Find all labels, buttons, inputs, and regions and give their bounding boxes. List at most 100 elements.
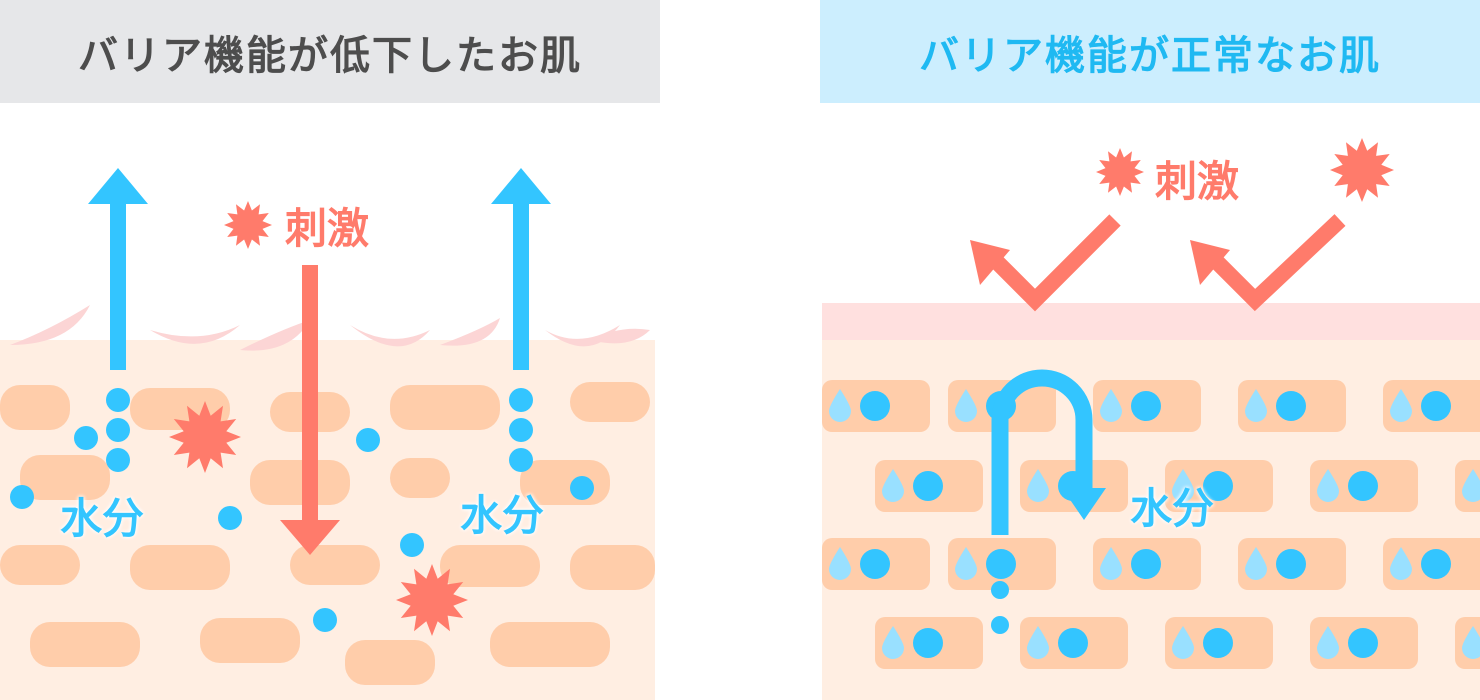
skin-cell [1383,380,1480,432]
skin-cell [345,640,435,685]
barrier-layer [822,303,1480,340]
skin-cell [1093,538,1201,590]
skin-cell [1310,460,1418,512]
water-drop-icon [1100,547,1122,580]
skin-cell [1165,617,1273,669]
water-drop-icon [1317,469,1339,502]
water-dot [74,426,98,450]
moisture-dot [1276,391,1306,421]
water-drop-icon [1390,547,1412,580]
water-drop-icon [1462,469,1480,502]
moisture-dot [1058,628,1088,658]
water-dot [509,448,533,472]
skin-cell [1310,617,1418,669]
skin-cell [250,460,350,505]
stimulus-arrow [280,265,340,555]
skin-cell [1020,617,1128,669]
skin-cell [1165,460,1273,512]
moisture-dot [1131,549,1161,579]
skin-cell [822,380,930,432]
water-dot [218,506,242,530]
skin-cell [570,545,655,590]
water-drop-icon [1027,469,1049,502]
skin-cells [0,382,655,685]
water-label: 水分 [60,494,145,543]
water-drop-icon [882,469,904,502]
water-drop-icon [1245,547,1267,580]
water-dots [10,388,1009,634]
skin-cell [290,545,380,585]
skin-cell [200,618,300,663]
skin-cell [20,455,110,500]
water-drop-icon [1245,389,1267,422]
skin-cell [0,385,70,430]
moisture-dot [1348,471,1378,501]
water-label: 水分 [1130,484,1215,533]
water-dot [356,428,380,452]
water-drop-icon [1462,626,1480,659]
water-drop-icon [1172,469,1194,502]
skin-cell [1238,538,1346,590]
skin-cell [440,545,540,587]
moisture-dot [1421,391,1451,421]
skin-cell [570,382,650,422]
water-dot [106,388,130,412]
skin-cell [0,545,80,585]
moisture-dot [1421,549,1451,579]
water-drop-icon [829,547,851,580]
water-dot [400,533,424,557]
moisture-dot [913,628,943,658]
skin-cell [1455,617,1480,669]
water-dot [509,388,533,412]
water-dot [991,581,1009,599]
skin-cell [1455,460,1480,512]
water-dot [106,448,130,472]
water-dot [991,616,1009,634]
water-retained-arrow [991,369,1093,535]
skin-cell [390,458,450,498]
moisture-dot [860,549,890,579]
burst-icon [1096,148,1144,196]
stimulus-label: 刺激 [1155,157,1240,206]
water-drop-icon [1027,626,1049,659]
moisture-dot [1203,471,1233,501]
skin-cell [490,622,610,667]
water-drop-icon [955,389,977,422]
burst-icon [1330,138,1394,202]
skin-cell [822,538,930,590]
water-drop-icon [1100,389,1122,422]
burst-icon [396,564,468,636]
skin-cell [1093,380,1201,432]
water-dot [509,418,533,442]
water-dot [106,418,130,442]
moisture-dot [1203,628,1233,658]
water-dot [10,485,34,509]
skin-cell [1383,538,1480,590]
moisture-dot [1131,391,1161,421]
water-drop-icon [829,389,851,422]
stimulus-burst-icons [169,138,1394,636]
moisture-dot [1348,628,1378,658]
flaking-scales [10,305,650,351]
water-dot [991,551,1009,569]
skin-cell [390,385,500,430]
water-drop-icon [1317,626,1339,659]
skin-cell [875,460,983,512]
water-drop-icon [882,626,904,659]
water-escape-arrows [88,168,551,370]
healthy-skin-title: バリア機能が正常なお肌 [820,0,1480,103]
water-drop-icon [955,547,977,580]
moisture-dot [860,391,890,421]
burst-icon [224,201,272,249]
stimulus-label: 刺激 [285,204,370,253]
moisture-dot [1276,549,1306,579]
water-dot [313,608,337,632]
burst-icon [169,401,241,473]
skin-cell [1238,380,1346,432]
water-label: 水分 [460,491,545,540]
deflected-stimulus-arrows [989,214,1346,312]
moisture-dot [913,471,943,501]
water-dot [570,476,594,500]
skin-cell [875,617,983,669]
